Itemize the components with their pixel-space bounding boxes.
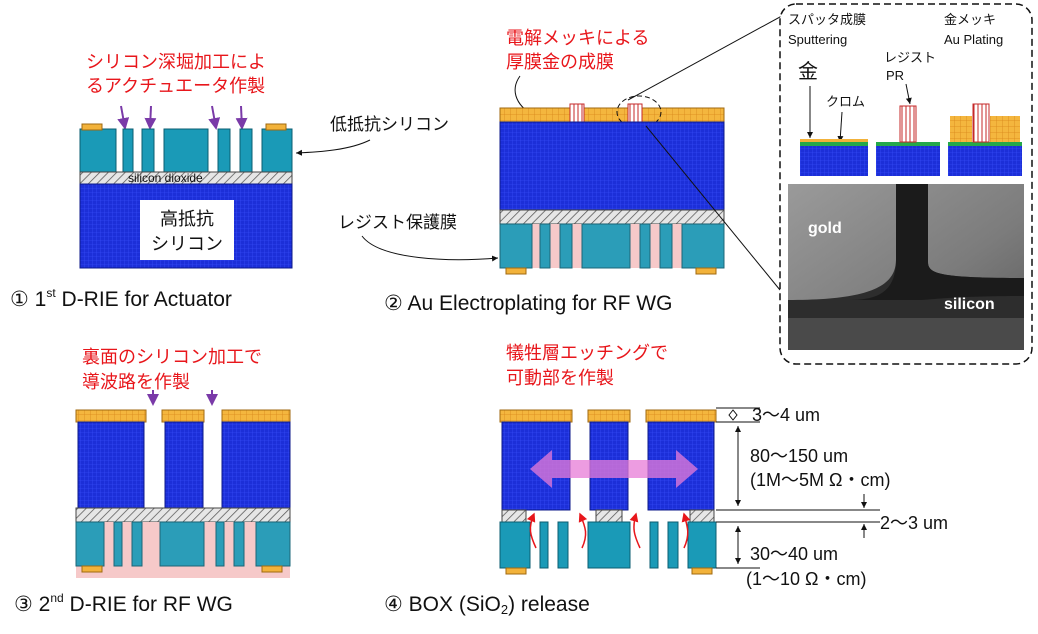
gold-layer: [221, 409, 291, 423]
gold-pad: [261, 565, 283, 573]
etch-arrows: [117, 105, 248, 130]
resist-label: レジスト保護膜: [338, 213, 457, 232]
panel2-note-line1: 電解メッキによる: [506, 28, 649, 48]
gold-dim-marker: [728, 409, 738, 421]
inset-plating: [950, 116, 972, 142]
oxide-label: silicon dioxide: [128, 171, 203, 185]
gold-layer: [645, 409, 717, 423]
gold-pad: [695, 267, 717, 275]
inset-chrome: [800, 142, 868, 146]
gold-pad: [505, 567, 527, 575]
gold-pad: [691, 567, 713, 575]
plating-jp: 金メッキ: [944, 12, 996, 27]
dim-gold-label: 3～4 um: [752, 405, 820, 425]
waveguide-silicon: [164, 421, 204, 509]
gold-pad: [265, 123, 287, 131]
high-res-line1: 高抵抗: [160, 209, 214, 229]
resist-pointer: [361, 235, 499, 262]
zoom-line: [627, 5, 801, 101]
inset-pr: [899, 105, 917, 143]
handle-silicon-flipped: [499, 121, 725, 211]
chrome-label: クロム: [826, 94, 865, 109]
etch-arrows: [147, 390, 218, 406]
motion-arrow: [530, 450, 698, 488]
photo-silicon-label: silicon: [944, 296, 995, 313]
gold-layer: [499, 107, 725, 123]
resist-en: PR: [886, 68, 904, 83]
gold-pad: [81, 565, 103, 573]
panel2-note-line2: 厚膜金の成膜: [506, 52, 614, 72]
panel-1: シリコン深堀加工によ るアクチュエータ作製 silicon dioxide 高抵…: [10, 52, 449, 311]
device-layer: [499, 521, 717, 569]
sputter-en: Sputtering: [788, 32, 847, 47]
inset-chrome: [948, 142, 1022, 146]
high-res-line2: シリコン: [151, 234, 223, 254]
process-inset: スパッタ成膜 Sputtering 金 クロム レジスト PR 金メッキ Au …: [779, 3, 1033, 365]
dim-top-label: 80～150 um: [750, 446, 848, 466]
dim-bottom-label: 30～40 um: [750, 544, 838, 564]
panel4-caption: ④ BOX (SiO2) release: [384, 593, 590, 617]
oxide-remnant: [595, 509, 623, 523]
oxide-remnant: [501, 509, 527, 523]
gold-layer: [161, 409, 205, 423]
inset-plating: [990, 116, 1020, 142]
device-layer: [79, 128, 293, 173]
photo-gold-label: gold: [808, 220, 842, 237]
inset-gold: [800, 139, 868, 142]
low-res-pointer: [295, 139, 371, 156]
gold-char: 金: [798, 60, 818, 83]
dim-box-label: 2～3 um: [880, 513, 948, 533]
gold-layer: [499, 409, 573, 423]
panel-3: 裏面のシリコン加工で 導波路を作製 ③ 2nd D-RIE for RF WG: [14, 347, 291, 616]
inset-si: [876, 146, 940, 176]
panel3-note-line1: 裏面のシリコン加工で: [82, 347, 262, 367]
device-layer: [499, 223, 725, 269]
panel2-caption: ② Au Electroplating for RF WG: [384, 292, 672, 315]
inset-chrome: [876, 142, 940, 146]
high-res-label-box: [140, 200, 234, 260]
sem-photo: gold silicon: [788, 184, 1024, 350]
low-res-label: 低抵抗シリコン: [330, 115, 449, 134]
panel4-note-line2: 可動部を作製: [506, 368, 614, 388]
panel1-note-line2: るアクチュエータ作製: [86, 76, 265, 96]
zoom-line: [645, 125, 781, 291]
panel3-note-line2: 導波路を作製: [82, 372, 190, 392]
resist-block: [627, 103, 643, 123]
waveguide-silicon: [77, 421, 145, 509]
zoom-circle: [616, 95, 662, 129]
oxide-remnant: [689, 509, 715, 523]
dim-bottom-res: (1～10 Ω・cm): [746, 569, 866, 589]
panel3-caption: ③ 2nd D-RIE for RF WG: [14, 591, 233, 616]
gold-layer: [75, 409, 147, 423]
inset-arrows: [807, 83, 912, 143]
panel1-caption: ① 1st D-RIE for Actuator: [10, 286, 232, 311]
dim-top-res: (1M～5M Ω・cm): [750, 470, 890, 490]
resist-jp: レジスト: [884, 50, 936, 65]
sputter-jp: スパッタ成膜: [788, 12, 866, 27]
oxide-layer: [75, 507, 291, 523]
waveguide-silicon: [221, 421, 291, 509]
plating-en: Au Plating: [944, 32, 1003, 47]
gold-layer: [587, 409, 631, 423]
dimension-lines: [716, 407, 880, 569]
oxide-layer: [499, 209, 725, 225]
panel-2: 電解メッキによる 厚膜金の成膜 レジスト保護膜 ② Au Electroplat…: [338, 5, 801, 315]
inset-si: [948, 146, 1022, 176]
resist-block: [569, 103, 585, 123]
release-arrows: [526, 512, 691, 549]
panel-4: 犠牲層エッチングで 可動部を作製: [384, 343, 948, 617]
panel4-note-line1: 犠牲層エッチングで: [506, 343, 668, 363]
panel1-note-line1: シリコン深堀加工によ: [86, 52, 266, 72]
device-layer: [75, 521, 291, 567]
inset-pr: [972, 103, 990, 143]
gold-pad: [505, 267, 527, 275]
gold-pad: [81, 123, 103, 131]
inset-si: [800, 146, 868, 176]
